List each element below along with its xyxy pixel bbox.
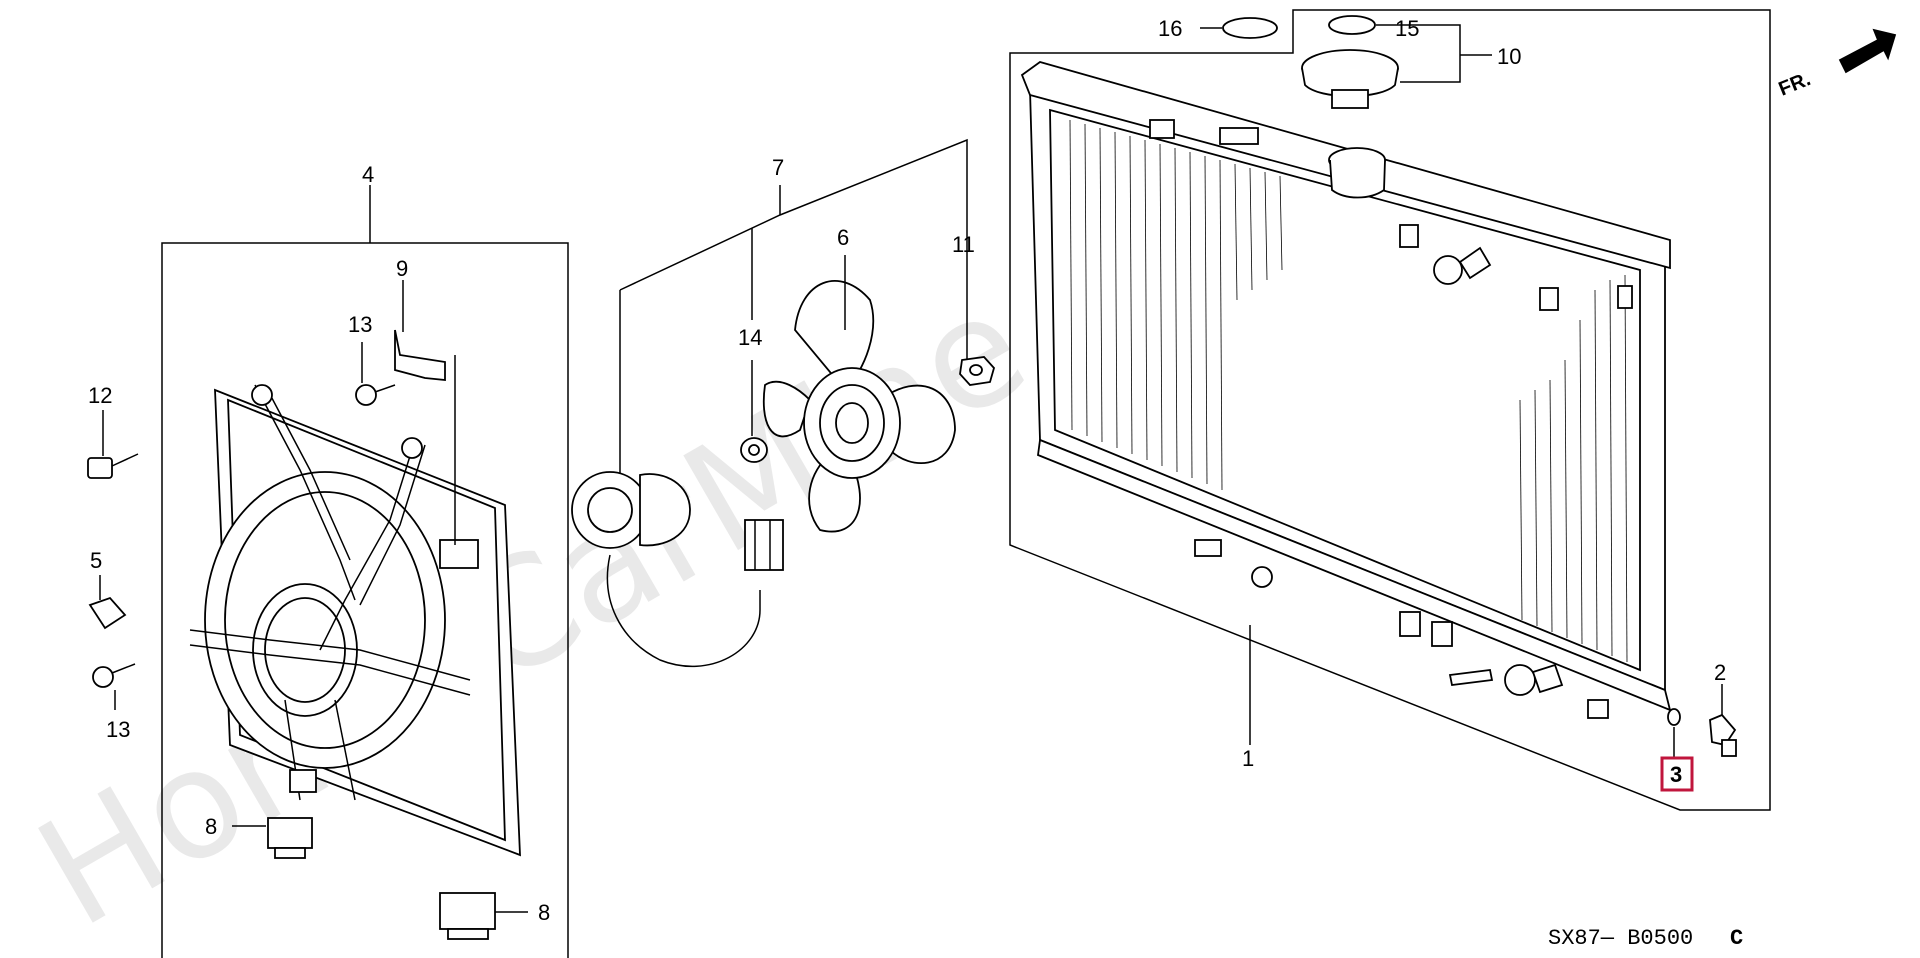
fan-motor[interactable] [571, 471, 784, 668]
diagram-code: SX87— B0500 C [1548, 926, 1743, 951]
callout-13-upper[interactable]: 13 [348, 312, 372, 337]
clip-part-5[interactable] [88, 596, 127, 630]
bolt-part-12[interactable] [87, 453, 139, 479]
callout-8-upper[interactable]: 8 [205, 814, 217, 839]
gasket-part-15[interactable] [1328, 15, 1376, 35]
nut-part-11[interactable] [959, 356, 996, 386]
front-direction-label: FR. [1776, 68, 1814, 100]
callout-2[interactable]: 2 [1714, 660, 1726, 685]
callout-3-highlight-box [1660, 756, 1694, 792]
bracket-part-9[interactable] [394, 329, 456, 545]
callout-15[interactable]: 15 [1395, 16, 1419, 41]
callout-8-lower[interactable]: 8 [538, 900, 550, 925]
o-ring-part-3[interactable] [1667, 708, 1681, 726]
front-direction-arrow: FR. [1776, 28, 1897, 101]
callout-5[interactable]: 5 [90, 548, 102, 573]
callout-11[interactable]: 11 [952, 232, 975, 257]
clip-part-8-lower[interactable] [439, 892, 496, 940]
clip-part-8-upper[interactable] [267, 817, 313, 859]
bolt-part-13-lower[interactable] [92, 663, 136, 688]
drain-plug-part-2[interactable] [1709, 713, 1737, 757]
fan-shroud-group-frame [161, 185, 569, 958]
radiator-group-frame [1009, 9, 1771, 811]
callout-9[interactable]: 9 [396, 256, 408, 281]
callout-4[interactable]: 4 [362, 162, 374, 187]
fan-shroud[interactable] [189, 384, 521, 857]
callout-14[interactable]: 14 [738, 325, 762, 350]
fan-motor-group-frame [619, 138, 968, 480]
callout-1[interactable]: 1 [1242, 746, 1254, 771]
callout-16[interactable]: 16 [1158, 16, 1182, 41]
callout-7[interactable]: 7 [772, 155, 784, 180]
callout-labels: 1 2 3 4 5 6 7 8 8 9 10 11 12 13 13 14 15… [88, 16, 1726, 925]
bolt-part-13-upper[interactable] [355, 384, 396, 406]
radiator-fins [1069, 119, 1628, 663]
diagram-code-suffix: C [1730, 926, 1743, 951]
radiator-core-part-1[interactable] [1020, 61, 1672, 719]
callout-12[interactable]: 12 [88, 383, 112, 408]
diagram-code-text: SX87— B0500 [1548, 926, 1693, 951]
radiator-cap-part-10[interactable] [1301, 49, 1399, 109]
callout-13-lower[interactable]: 13 [106, 717, 130, 742]
leader-10-bracket [1395, 24, 1461, 83]
callout-6[interactable]: 6 [837, 225, 849, 250]
callout-3[interactable]: 3 [1670, 762, 1682, 787]
washer-part-14[interactable] [740, 437, 768, 463]
o-ring-part-16[interactable] [1222, 17, 1278, 39]
fan-blade-part-6[interactable] [762, 280, 956, 533]
callout-10[interactable]: 10 [1497, 44, 1521, 69]
